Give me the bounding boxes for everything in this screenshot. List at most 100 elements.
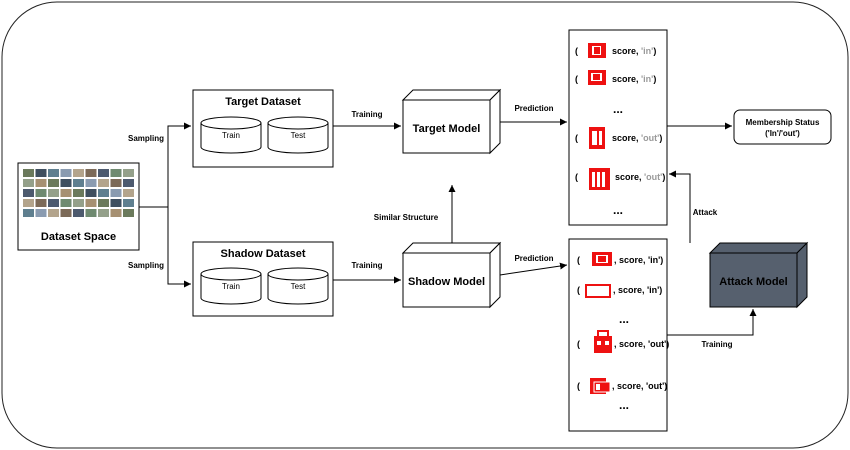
dataset-thumbnail [85,179,97,187]
dataset-thumbnail [23,189,34,197]
dataset-thumbnail [60,199,72,207]
dataset-thumbnail [98,169,109,177]
sampling-top-edge [139,122,191,208]
dataset-thumbnail [98,199,109,207]
dataset-thumbnail [23,199,34,207]
target-train-label: Train [222,131,240,140]
image-thumb-icon [590,378,611,394]
paren-open: ( [577,381,580,391]
dataset-thumbnail [123,169,134,177]
dataset-thumbnail [85,169,97,177]
target-dataset-title: Target Dataset [225,96,301,108]
dataset-thumbnail [35,189,47,197]
target-predictions-box: ( score, 'in') ( score, 'in') ... ( scor… [568,29,668,226]
dataset-thumbnail [48,169,59,177]
ellipsis: ... [613,102,623,116]
image-thumb-icon [592,252,612,266]
pred-text: , score, 'out') [614,339,669,349]
attack-edge [669,170,691,243]
dataset-thumbnail [98,189,109,197]
dataset-thumbnail [85,199,97,207]
dataset-thumbnail [110,169,122,177]
target-model-node[interactable]: Target Model [401,88,502,155]
dataset-thumbnail [23,209,34,217]
similar-structure-label: Similar Structure [374,213,439,222]
target-model-label: Target Model [413,123,481,135]
target-train-cylinder: Train [200,116,262,154]
dataset-thumbnail [73,189,84,197]
prediction-shadow-edge [499,262,568,276]
dataset-thumbnail [73,209,84,217]
dataset-thumbnail [35,199,47,207]
dataset-thumbnail [35,179,47,187]
shadow-predictions-box: ( , score, 'in') ( , score, 'in') ... ( … [568,238,669,432]
dataset-thumbnail [23,179,34,187]
dataset-thumbnail [60,179,72,187]
training-attack-edge [667,309,757,336]
training-shadow-label: Training [351,261,382,270]
dataset-thumbnail [35,209,47,217]
dataset-thumbnail [123,189,134,197]
dataset-thumbnail [110,209,122,217]
dataset-thumbnail [48,199,59,207]
dataset-thumbnail [60,189,72,197]
pred-text: , score, 'out') [612,381,667,391]
dataset-thumbnail [110,189,122,197]
paren-open: ( [577,285,580,295]
paren-open: ( [577,255,580,265]
ellipsis: ... [613,203,623,217]
target-dataset-node[interactable]: Target Dataset Train Test [192,89,334,168]
dataset-thumbnail [60,169,72,177]
pred-text: score, 'out') [612,133,662,143]
image-thumb-icon [589,127,605,149]
sampling-bottom-label: Sampling [128,261,164,270]
dataset-thumbnail [85,189,97,197]
attack-model-node[interactable]: Attack Model [708,241,809,309]
membership-status-node[interactable]: Membership Status ('In'/'out') [733,109,832,145]
ellipsis: ... [619,398,629,412]
dataset-thumbnail [48,189,59,197]
sampling-bottom-edge [167,207,191,288]
pred-text: , score, 'in') [613,285,662,295]
paren-open: ( [575,46,578,56]
paren-open: ( [577,339,580,349]
dataset-thumbnail [98,209,109,217]
shadow-model-node[interactable]: Shadow Model [401,241,502,309]
image-thumb-icon [588,70,606,85]
dataset-thumbnail [60,209,72,217]
dataset-thumbnail-grid [23,169,134,217]
connectors [139,118,757,336]
attack-label: Attack [693,208,718,217]
dataset-thumbnail [73,179,84,187]
prediction-shadow-label: Prediction [514,254,553,263]
dataset-thumbnail [35,169,47,177]
dataset-thumbnail [48,209,59,217]
pred-text: , score, 'in') [614,255,663,265]
shadow-dataset-node[interactable]: Shadow Dataset Train Test [192,241,334,317]
prediction-target-label: Prediction [514,104,553,113]
dataset-thumbnail [123,199,134,207]
image-thumb-icon [589,168,610,190]
shadow-dataset-title: Shadow Dataset [221,248,306,260]
training-attack-label: Training [701,340,732,349]
target-test-cylinder: Test [267,116,329,154]
dataset-space-label: Dataset Space [41,231,116,243]
dataset-thumbnail [123,209,134,217]
sampling-top-label: Sampling [128,134,164,143]
image-thumb-icon [594,330,612,353]
ellipsis: ... [619,312,629,326]
image-thumb-icon [585,284,611,298]
dataset-thumbnail [73,199,84,207]
shadow-test-label: Test [291,282,306,291]
shadow-model-label: Shadow Model [408,276,485,288]
paren-open: ( [575,74,578,84]
membership-status-line2: ('In'/'out') [765,129,800,138]
membership-status-line1: Membership Status [746,118,820,127]
dataset-thumbnail [110,199,122,207]
shadow-train-cylinder: Train [200,267,262,305]
dataset-thumbnail [23,169,34,177]
pred-text: score, 'out') [615,172,665,182]
dataset-thumbnail [110,179,122,187]
dataset-space-node[interactable]: Dataset Space [17,162,140,251]
